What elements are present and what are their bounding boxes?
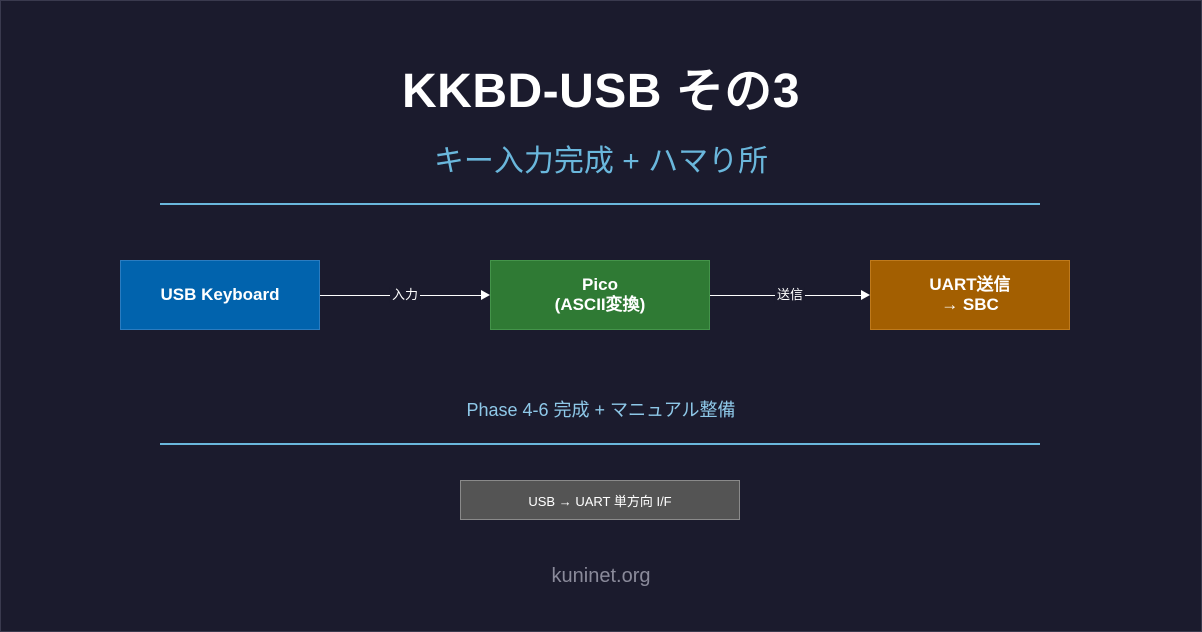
bottom-divider [160,443,1040,445]
send-arrow-label: 送信 [774,287,806,303]
phase-status: Phase 4-6 完成 + マニュアル整備 [466,400,736,420]
pico-label: Pico [582,275,618,294]
input-arrowhead-icon [481,290,490,300]
uart-node: UART送信 → SBC [870,260,1070,330]
slide-subtitle: キー入力完成 + ハマり所 [433,145,769,178]
pico-node: Pico (ASCII変換) [490,260,710,330]
usb-keyboard-label: USB Keyboard [160,285,280,304]
uart-sublabel: → SBC [941,295,999,314]
pico-sublabel: (ASCII変換) [554,295,646,314]
uart-label: UART送信 [929,275,1011,294]
site-footer: kuninet.org [551,565,651,587]
usb-keyboard-node: USB Keyboard [120,260,320,330]
interface-label: USB → UART 単方向 I/F [528,493,672,509]
input-arrow-label: 入力 [389,287,421,303]
interface-badge: USB → UART 単方向 I/F [460,480,740,520]
slide-title: KKBD-USB その3 [401,65,801,118]
top-divider [160,203,1040,205]
send-arrowhead-icon [861,290,870,300]
